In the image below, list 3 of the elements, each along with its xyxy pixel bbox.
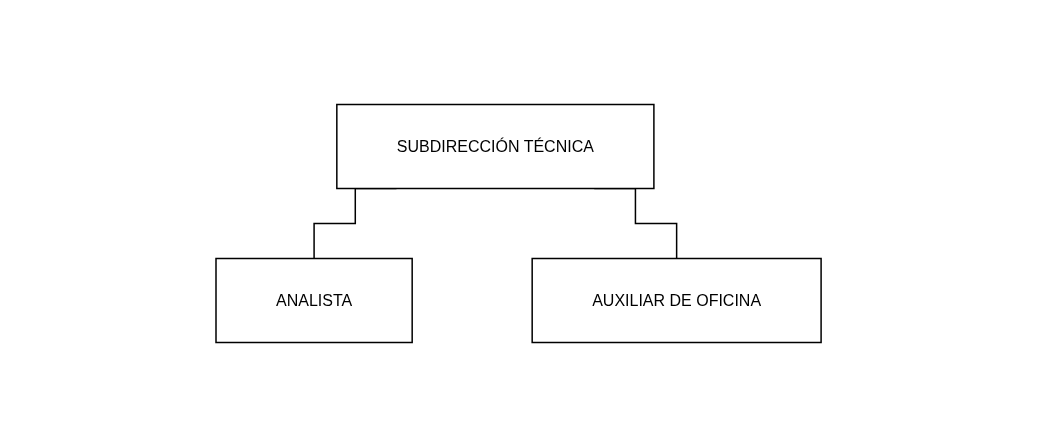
node-box: SUBDIRECCIÓN TÉCNICA <box>336 103 656 190</box>
node-box: ANALISTA <box>215 257 414 344</box>
node-box: AUXILIAR DE OFICINA <box>531 257 823 344</box>
